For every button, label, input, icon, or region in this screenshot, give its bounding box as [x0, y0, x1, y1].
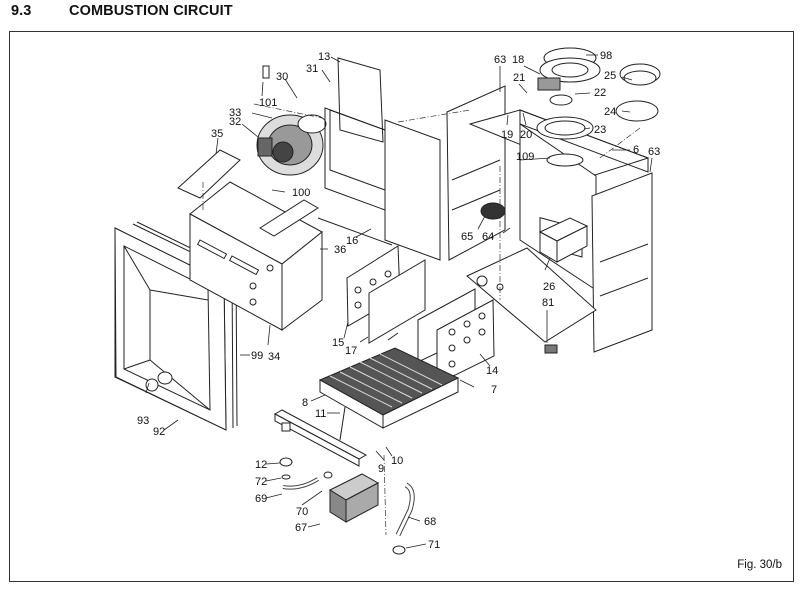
callout-100: 100 — [292, 187, 310, 199]
callout-70: 70 — [296, 506, 308, 518]
flue-flange — [536, 116, 594, 167]
callout-72: 72 — [255, 476, 267, 488]
insulation-panel — [177, 149, 319, 237]
seal-ring — [615, 100, 659, 122]
callout-65: 65 — [461, 231, 473, 243]
callout-12: 12 — [255, 459, 267, 471]
callout-64: 64 — [482, 231, 494, 243]
callout-81: 81 — [542, 297, 554, 309]
callout-22: 22 — [594, 87, 606, 99]
nut-12 — [279, 457, 293, 467]
outlet-pipe — [395, 482, 415, 537]
callout-9: 9 — [378, 463, 384, 475]
assembly-line — [599, 127, 641, 159]
callout-98: 98 — [600, 50, 612, 62]
callout-20: 20 — [520, 129, 532, 141]
callout-33: 33 — [229, 107, 241, 119]
callout-7: 7 — [491, 384, 497, 396]
callout-24: 24 — [604, 106, 616, 118]
callout-92: 92 — [153, 426, 165, 438]
leader-lines — [145, 54, 653, 549]
washer-72 — [281, 474, 291, 480]
section-title: COMBUSTION CIRCUIT — [69, 3, 233, 19]
casing-side-right — [591, 172, 653, 353]
callout-30: 30 — [276, 71, 288, 83]
callout-18: 18 — [512, 54, 524, 66]
callout-32: 32 — [229, 116, 241, 128]
assembly-line — [383, 454, 387, 536]
callout-68: 68 — [424, 516, 436, 528]
gasket-ring — [549, 94, 573, 106]
callout-13: 13 — [318, 51, 330, 63]
callout-26: 26 — [543, 281, 555, 293]
gas-manifold — [273, 409, 368, 467]
callout-31: 31 — [306, 63, 318, 75]
fan-pressure-fitting — [262, 65, 270, 79]
callout-10: 10 — [391, 455, 403, 467]
section-header: 9.3 COMBUSTION CIRCUIT — [11, 0, 233, 22]
nut-71 — [392, 545, 406, 555]
callout-36: 36 — [334, 244, 346, 256]
callout-11: 11 — [315, 408, 326, 420]
callout-21: 21 — [513, 72, 525, 84]
casing-bottom — [466, 247, 597, 343]
callout-labels: 13 31 30 101 33 32 35 100 16 36 63 18 98… — [137, 50, 660, 551]
assembly-line — [253, 103, 323, 119]
flue-adaptor — [537, 47, 601, 91]
combustion-chamber — [189, 181, 323, 331]
callout-67: 67 — [295, 522, 307, 534]
inlet-pipe — [282, 477, 320, 490]
top-panel — [329, 57, 386, 191]
cover-ring — [619, 63, 661, 86]
figure-frame — [9, 31, 794, 582]
callout-14: 14 — [486, 365, 498, 377]
callout-63-top: 63 — [494, 54, 506, 66]
assembly-line — [397, 109, 471, 123]
insulation-left — [368, 259, 426, 344]
callout-15: 15 — [332, 337, 344, 349]
side-plate-right — [436, 299, 495, 385]
callout-19: 19 — [501, 129, 513, 141]
callout-69: 69 — [255, 493, 267, 505]
callout-34: 34 — [268, 351, 280, 363]
ignition-electrode — [339, 406, 346, 441]
callout-63-right: 63 — [648, 146, 660, 158]
pressure-switch — [480, 202, 506, 220]
callout-8: 8 — [302, 397, 308, 409]
callout-101: 101 — [259, 97, 277, 109]
callout-35: 35 — [211, 128, 223, 140]
callout-109: 109 — [516, 151, 534, 163]
figure-caption: Fig. 30/b — [737, 559, 782, 571]
gas-valve — [328, 473, 380, 523]
condensate-tray — [538, 217, 589, 263]
callout-16: 16 — [346, 235, 358, 247]
callout-17: 17 — [345, 345, 357, 357]
section-number: 9.3 — [11, 3, 32, 19]
fan — [256, 114, 327, 176]
sensor — [544, 344, 558, 354]
callout-25: 25 — [604, 70, 616, 82]
back-panel — [384, 119, 441, 261]
burner — [318, 347, 460, 429]
electrode-top — [387, 332, 399, 341]
callout-23: 23 — [594, 124, 606, 136]
washer-70 — [323, 471, 333, 479]
callout-6: 6 — [633, 144, 639, 156]
callout-71: 71 — [428, 539, 440, 551]
callout-93: 93 — [137, 415, 149, 427]
callout-99: 99 — [251, 350, 263, 362]
